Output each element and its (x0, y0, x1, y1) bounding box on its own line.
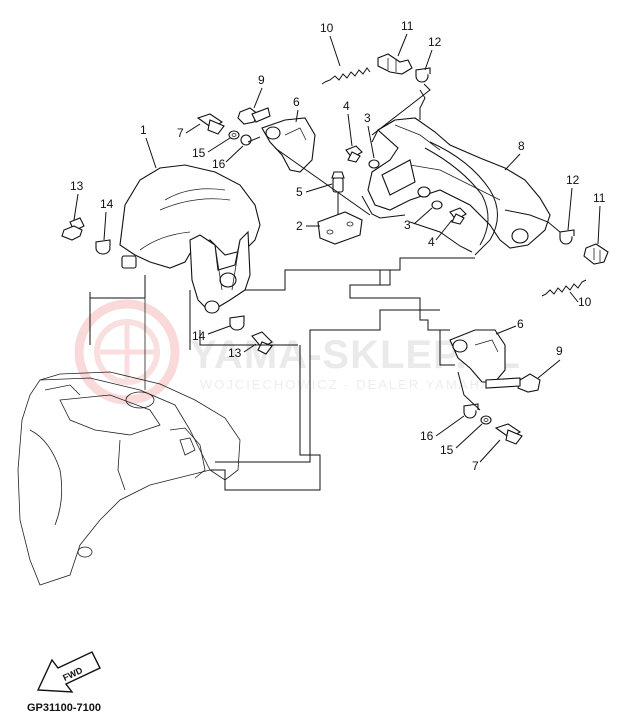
part-3-nut-upper (368, 159, 380, 169)
watermark-subtitle: WOJCIECHOWICZ - DEALER YAMAHA (200, 377, 492, 392)
part-6-bracket-lower (449, 329, 506, 383)
callout-10-upper: 10 (320, 21, 334, 35)
callout-13-mid: 13 (228, 346, 242, 360)
part-10-spring-lower (541, 279, 587, 297)
part-14-collar-mid (229, 315, 245, 331)
part-15-washer-lower (480, 415, 492, 425)
part-9-bolt-lower (485, 373, 541, 393)
watermark-logo-icon (74, 299, 180, 405)
callout-2: 2 (296, 219, 303, 233)
part-12-collar-lower (559, 229, 575, 245)
callout-6-upper: 6 (293, 95, 300, 109)
callout-12-upper: 12 (428, 35, 442, 49)
part-11-adjuster-upper (377, 53, 413, 75)
callout-6-lower: 6 (517, 317, 524, 331)
callout-7-upper: 7 (177, 126, 184, 140)
watermark: YAMA-SKLEP.PL WOJCIECHOWICZ - DEALER YAM… (74, 299, 520, 405)
assembly-lines (89, 83, 561, 491)
part-9-bolt-upper (237, 107, 271, 125)
callout-12-lower: 12 (566, 173, 580, 187)
fwd-arrow: FWD (36, 651, 101, 693)
callout-10-lower: 10 (578, 295, 592, 309)
part-12-collar-upper (415, 67, 431, 83)
part-1-cover (119, 164, 261, 269)
part-6-bracket-upper (261, 117, 316, 173)
callout-3-upper: 3 (364, 111, 371, 125)
drawing-code: GP31100-7100 (27, 702, 101, 714)
callouts: 1 2 3 3 4 4 5 6 6 7 7 8 9 9 10 10 11 11 (70, 19, 606, 473)
callout-4-lower: 4 (428, 235, 435, 249)
callout-9-upper: 9 (258, 73, 265, 87)
callout-3-lower: 3 (404, 218, 411, 232)
part-4-screw-lower (449, 207, 467, 225)
callout-7-lower: 7 (472, 459, 479, 473)
callout-14-mid: 14 (192, 329, 206, 343)
part-3-nut-lower (431, 200, 443, 210)
part-13-bolt-left (61, 217, 85, 241)
callout-11-upper: 11 (401, 19, 414, 33)
part-16-collar-upper (240, 134, 252, 146)
part-8-bracket (367, 117, 551, 249)
callout-4-upper: 4 (343, 99, 350, 113)
callout-16-upper: 16 (212, 157, 226, 171)
fwd-arrow-icon (36, 651, 101, 693)
callout-1: 1 (140, 123, 147, 137)
part-14-collar-left (95, 239, 111, 255)
callout-8: 8 (518, 139, 525, 153)
callout-13-left: 13 (70, 179, 84, 193)
callout-5: 5 (296, 185, 303, 199)
part-7-bolt-lower (494, 423, 523, 445)
part-16-collar-lower (463, 403, 479, 419)
part-11-adjuster-lower (583, 243, 609, 265)
mount-bracket (189, 230, 251, 314)
callout-9-lower: 9 (556, 344, 563, 358)
part-15-washer-upper (228, 130, 240, 140)
part-2-plate (317, 211, 363, 245)
control-cable (419, 89, 498, 256)
part-7-bolt-upper (196, 113, 225, 135)
callout-15-upper: 15 (192, 146, 206, 160)
part-4-screw-upper (345, 145, 363, 163)
callout-14-left: 14 (100, 197, 114, 211)
callout-15-lower: 15 (440, 443, 454, 457)
callout-11-lower: 11 (593, 191, 606, 205)
part-10-spring-upper (321, 67, 371, 85)
callout-16-lower: 16 (420, 429, 434, 443)
